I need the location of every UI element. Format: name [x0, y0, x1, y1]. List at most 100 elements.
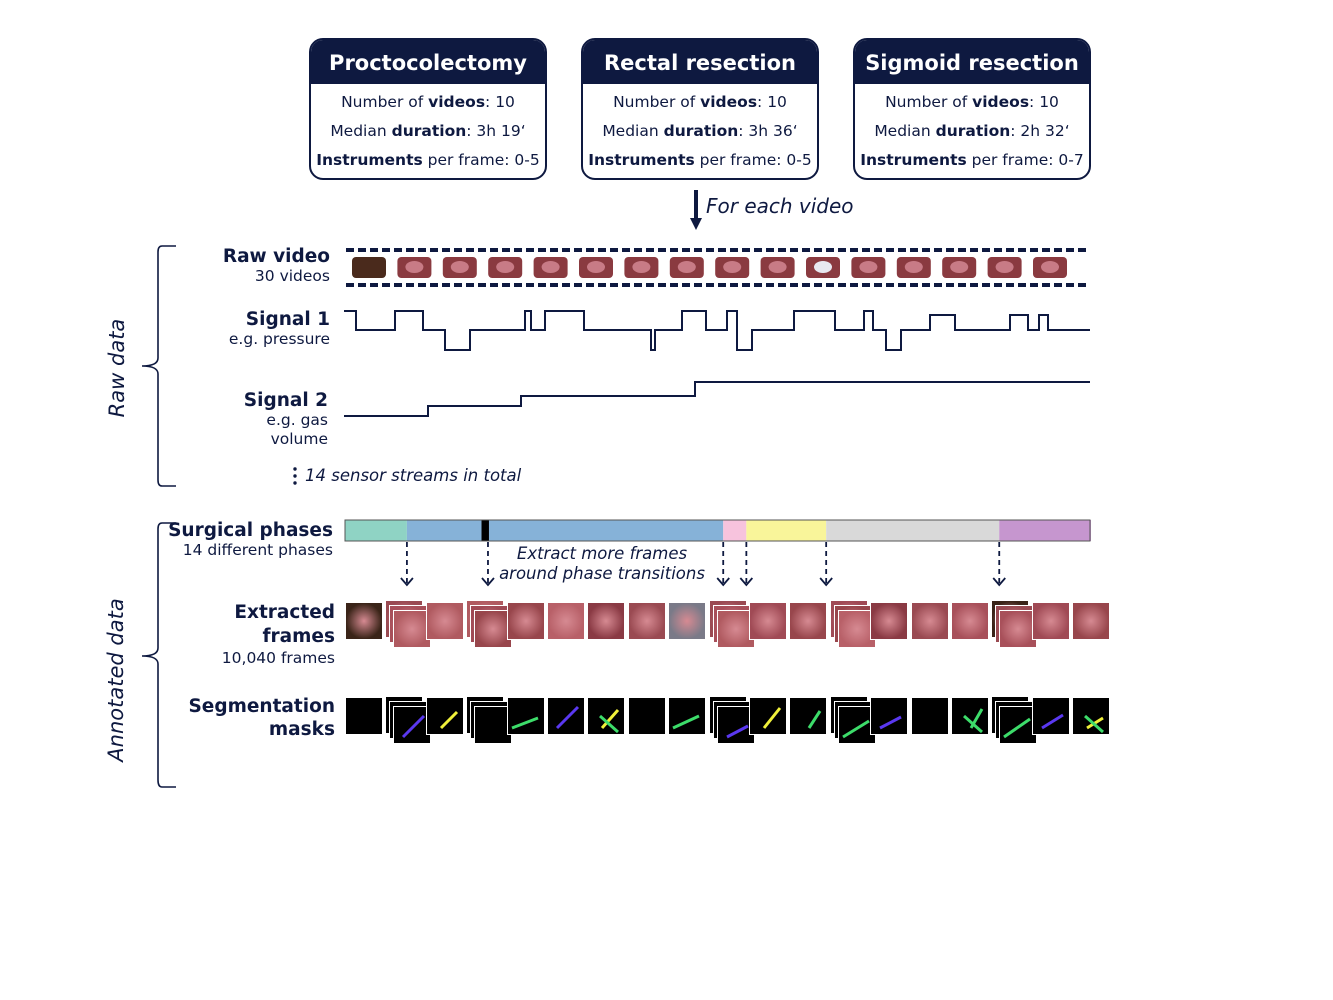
- extract-note-line2: around phase transitions: [499, 564, 705, 583]
- extracted-frame-stacked: [716, 610, 755, 648]
- film-perforation: [346, 248, 354, 252]
- mask-instrument: [842, 719, 870, 739]
- phase-segment: [406, 520, 482, 541]
- mask-instrument: [555, 705, 580, 730]
- film-perforation: [730, 283, 738, 287]
- phase-segment: [481, 520, 489, 541]
- mask-instruments: [1041, 713, 1064, 730]
- mask-instrument: [599, 714, 620, 734]
- mask-instruments: [963, 708, 984, 734]
- film-frame-highlight: [677, 261, 696, 273]
- mask-instrument: [601, 709, 620, 729]
- film-perforation: [538, 283, 546, 287]
- mask-instruments: [599, 709, 620, 734]
- film-perforation: [1078, 248, 1086, 252]
- film-strip: [346, 248, 1086, 287]
- extracted-frame: [870, 602, 909, 640]
- film-perforation: [634, 283, 642, 287]
- film-perforation: [766, 248, 774, 252]
- film-perforation: [826, 283, 834, 287]
- card-proctocolectomy: Proctocolectomy Number of videos: 10 Med…: [309, 38, 547, 180]
- film-perforation: [826, 248, 834, 252]
- mask-instrument: [402, 714, 426, 739]
- segmentation-mask: [345, 697, 383, 735]
- film-perforation: [478, 248, 486, 252]
- film-perforation: [682, 248, 690, 252]
- film-perforation: [418, 248, 426, 252]
- phase-segment: [345, 520, 407, 541]
- card-videos: Number of videos: 10: [613, 93, 787, 111]
- film-perforation: [550, 283, 558, 287]
- film-perforation: [706, 283, 714, 287]
- film-perforation: [742, 248, 750, 252]
- segmentation-mask: [425, 697, 464, 735]
- film-perforation: [1006, 283, 1014, 287]
- vertical-ellipsis-icon: [293, 467, 297, 485]
- film-frame-highlight: [1041, 261, 1059, 273]
- down-arrow-icon: [739, 577, 754, 587]
- film-perforation: [622, 283, 630, 287]
- segmentation-title-1: Segmentation: [188, 696, 335, 717]
- film-perforation: [958, 283, 966, 287]
- film-perforation: [1006, 248, 1014, 252]
- film-perforation: [1018, 248, 1026, 252]
- raw-video-subtitle: 30 videos: [254, 267, 330, 285]
- film-frame-highlight: [859, 261, 878, 273]
- film-perforation: [718, 248, 726, 252]
- mask-instruments: [402, 714, 426, 739]
- extracted-frame: [1031, 602, 1070, 640]
- extracted-frame: [627, 602, 666, 640]
- film-perforation: [538, 248, 546, 252]
- segmentation-label: Segmentation masks: [180, 695, 335, 741]
- film-perforation: [442, 248, 450, 252]
- film-frame-highlight: [405, 261, 424, 273]
- film-perforation: [862, 248, 870, 252]
- film-perforation: [562, 248, 570, 252]
- mask-instruments: [842, 719, 870, 739]
- down-arrow-icon: [481, 577, 495, 587]
- film-perforation: [718, 283, 726, 287]
- film-perforation: [754, 283, 762, 287]
- card-title: Rectal resection: [583, 40, 817, 84]
- film-frame-highlight: [950, 261, 969, 273]
- film-perforation: [982, 283, 990, 287]
- extracted-frames-title-1: Extracted: [234, 602, 335, 623]
- signal1-label: Signal 1 e.g. pressure: [180, 309, 330, 348]
- card-instruments: Instruments per frame: 0-5: [316, 151, 540, 169]
- extracted-frame: [910, 602, 949, 640]
- film-perforation: [934, 248, 942, 252]
- film-perforation: [706, 248, 714, 252]
- film-perforation: [1054, 283, 1062, 287]
- film-perforation: [1066, 248, 1074, 252]
- extracted-frames-title-2: frames: [262, 626, 336, 647]
- phase-segment: [826, 520, 1000, 541]
- segmentation-mask: [668, 697, 707, 735]
- film-perforation: [490, 248, 498, 252]
- extract-note: Extract more frames around phase transit…: [490, 544, 714, 584]
- segmentation-mask: [1031, 697, 1070, 735]
- segmentation-mask: [749, 697, 787, 735]
- extracted-frame: [789, 602, 828, 640]
- film-perforation: [574, 283, 582, 287]
- film-perforation: [430, 283, 438, 287]
- film-perforation: [490, 283, 498, 287]
- film-perforation: [514, 283, 522, 287]
- film-perforation: [850, 248, 858, 252]
- down-arrow-icon: [690, 190, 702, 230]
- phase-bar-outline: [344, 519, 1091, 542]
- film-frame-highlight: [768, 261, 787, 273]
- film-perforation: [586, 248, 594, 252]
- film-perforation: [910, 248, 918, 252]
- extracted-frame: [425, 602, 464, 640]
- phase-segment: [999, 520, 1091, 541]
- segmentation-mask: [627, 697, 666, 735]
- film-perforation: [610, 248, 618, 252]
- film-perforation: [874, 283, 882, 287]
- mask-instrument: [672, 714, 700, 730]
- segmentation-mask: [910, 697, 949, 735]
- film-perforation: [1078, 283, 1086, 287]
- film-perforation: [1042, 283, 1050, 287]
- film-perforation: [574, 248, 582, 252]
- down-arrow-icon: [400, 577, 414, 587]
- film-perforation: [682, 283, 690, 287]
